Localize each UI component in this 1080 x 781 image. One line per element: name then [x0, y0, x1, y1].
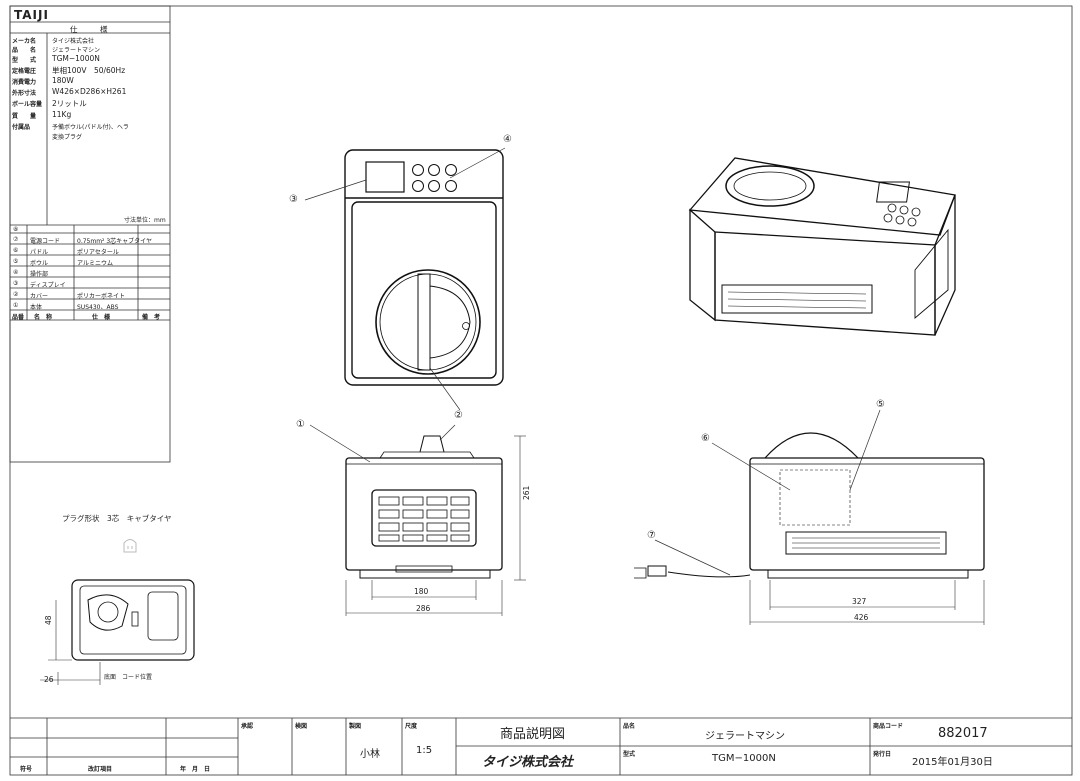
part-material: ポリアセタール — [77, 249, 119, 256]
part-material: 0.75mm² 3芯キャブタイヤ — [77, 238, 152, 245]
callout-5: ⑤ — [876, 399, 885, 410]
callout-1: ① — [296, 419, 305, 430]
tb-approve: 承認 — [241, 723, 254, 730]
plug-shape-icon — [123, 539, 137, 553]
part-name: 電源コード — [30, 238, 61, 245]
callout-4: ④ — [503, 134, 512, 145]
parts-header-material: 仕 様 — [92, 314, 111, 321]
leader-lines — [304, 147, 881, 576]
spec-label: メーカ名 — [12, 38, 37, 45]
part-no: ⑥ — [13, 247, 19, 254]
part-material: SUS430、ABS — [77, 304, 119, 311]
spec-header: 仕 様 — [70, 25, 108, 34]
part-no: ④ — [13, 269, 19, 276]
tb-name: ジェラートマシン — [705, 731, 785, 742]
spec-value: 予備ボウル(パドル付)、ヘラ — [52, 124, 129, 131]
front-view — [345, 435, 503, 579]
plug-label: プラグ形状 3芯 キャブタイヤ — [62, 514, 172, 523]
spec-label: ボール容量 — [12, 101, 43, 108]
part-no: ③ — [13, 280, 19, 287]
dim-327: 327 — [852, 597, 867, 606]
parts-table-lines — [10, 225, 170, 321]
callout-6: ⑥ — [701, 433, 710, 444]
tb-issued-label: 発行日 — [873, 751, 892, 758]
callout-7: ⑦ — [647, 530, 656, 541]
part-material: アルミニウム — [77, 260, 113, 267]
spec-value: ジェラートマシン — [52, 47, 101, 54]
dim-426: 426 — [854, 613, 869, 622]
tb-model: TGM−1000N — [712, 753, 776, 764]
spec-label: 定格電圧 — [12, 68, 37, 75]
tb-model-label: 型式 — [623, 751, 636, 758]
tb-check: 検図 — [295, 723, 308, 730]
dim-26: 26 — [44, 675, 54, 684]
spec-value: 180W — [52, 76, 74, 85]
tb-draw: 製図 — [349, 723, 362, 730]
spec-value: 2リットル — [52, 99, 87, 108]
spec-label: 消費電力 — [12, 79, 37, 86]
spec-table-frame — [9, 5, 171, 463]
spec-value: タイジ株式会社 — [52, 38, 95, 45]
title-block-lines — [10, 717, 1072, 775]
tb-company: タイジ株式会社 — [482, 755, 574, 770]
part-name: パドル — [30, 249, 49, 256]
tb-date: 年 月 日 — [180, 766, 211, 773]
spec-label: 外形寸法 — [12, 90, 37, 97]
part-no: ⑧ — [13, 226, 19, 233]
part-no: ② — [13, 291, 19, 298]
bottom-view — [71, 579, 195, 661]
part-name: ボウル — [30, 260, 49, 267]
part-material: ポリカーボネイト — [77, 293, 126, 300]
brand-logo: TAIJI — [14, 8, 49, 22]
dim-286: 286 — [416, 604, 431, 613]
top-view — [344, 149, 504, 386]
parts-header-no: 品番 — [12, 314, 25, 321]
tb-scale-label: 尺度 — [405, 723, 418, 730]
part-name: 操作部 — [30, 271, 49, 278]
spec-value: 単相100V 50/60Hz — [52, 66, 126, 75]
parts-header-name: 名 称 — [34, 314, 53, 321]
part-name: カバー — [30, 293, 49, 300]
unit-note: 寸法単位：mm — [124, 217, 166, 224]
tb-issued: 2015年01月30日 — [912, 757, 993, 768]
callout-2: ② — [454, 410, 463, 421]
spec-value: TGM−1000N — [52, 54, 100, 63]
tb-name-label: 品名 — [623, 723, 636, 730]
part-name: ディスプレイ — [30, 282, 66, 289]
tb-revision: 改訂項目 — [88, 766, 113, 773]
bottom-view-label: 底面 コード位置 — [104, 674, 153, 681]
tb-code: 882017 — [938, 726, 988, 741]
spec-label: 品 名 — [12, 47, 37, 54]
tb-doc-title: 商品説明図 — [500, 727, 566, 742]
tb-scale: 1:5 — [416, 745, 433, 756]
tb-mark: 符号 — [20, 766, 33, 773]
dimension-lines — [40, 435, 985, 685]
dim-height: 261 — [522, 485, 531, 500]
spec-value: 変換プラグ — [52, 134, 83, 141]
part-no: ⑦ — [13, 236, 19, 243]
spec-value: 11Kg — [52, 110, 72, 119]
isometric-view — [688, 157, 956, 336]
tb-drawer: 小林 — [360, 749, 380, 760]
parts-header-note: 備 考 — [142, 314, 161, 321]
part-no: ⑤ — [13, 258, 19, 265]
tb-code-label: 商品コード — [873, 723, 904, 730]
part-name: 本体 — [30, 304, 43, 311]
spec-value: W426×D286×H261 — [52, 87, 127, 96]
spec-label: 付属品 — [12, 124, 31, 131]
dim-180: 180 — [414, 587, 429, 596]
spec-label: 質 量 — [12, 113, 37, 120]
callout-3: ③ — [289, 194, 298, 205]
spec-label: 型 式 — [12, 57, 37, 64]
part-no: ① — [13, 302, 19, 309]
dim-48: 48 — [44, 615, 53, 625]
side-view — [634, 432, 985, 579]
